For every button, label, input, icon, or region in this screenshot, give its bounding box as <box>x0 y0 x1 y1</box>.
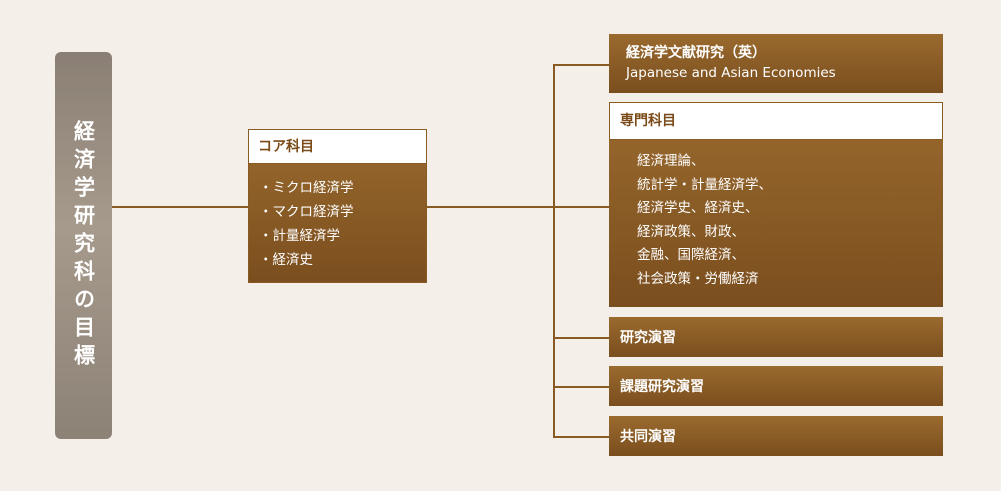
connector-core-trunk <box>427 206 554 208</box>
specialized-subject-item: 金融、国際経済、 <box>637 247 745 263</box>
project-research-seminar-label: 課題研究演習 <box>620 379 704 395</box>
connector-trunk-vertical <box>553 64 555 438</box>
root-title: 経済学研究科の目標 <box>71 119 97 372</box>
project-research-seminar-box: 課題研究演習 <box>609 366 943 406</box>
joint-seminar-box: 共同演習 <box>609 416 943 456</box>
core-subject-item: ・経済史 <box>259 252 313 268</box>
core-subject-item: ・計量経済学 <box>259 228 340 244</box>
core-subjects-list: ・ミクロ経済学 ・マクロ経済学 ・計量経済学 ・経済史 <box>249 164 426 272</box>
research-seminar-box: 研究演習 <box>609 317 943 357</box>
specialized-subject-item: 統計学・計量経済学、 <box>637 176 772 193</box>
connector-branch-joint-seminar <box>553 436 609 438</box>
connector-branch-seminar <box>553 337 609 339</box>
core-subjects-box: コア科目 ・ミクロ経済学 ・マクロ経済学 ・計量経済学 ・経済史 <box>248 129 427 283</box>
specialized-subject-item: 経済理論、 <box>637 153 705 169</box>
specialized-subject-item: 社会政策・労働経済 <box>637 270 759 287</box>
english-program-title: 経済学文献研究（英） <box>626 45 766 61</box>
specialized-subjects-title: 専門科目 <box>609 102 943 140</box>
specialized-subjects-box: 専門科目 経済理論、 統計学・計量経済学、 経済学史、経済史、 経済政策、財政、… <box>609 102 943 307</box>
specialized-subject-item: 経済学史、経済史、 <box>637 200 759 216</box>
english-program-subtitle: Japanese and Asian Economies <box>626 65 836 81</box>
specialized-subject-item: 経済政策、財政、 <box>637 223 745 240</box>
specialized-subjects-list: 経済理論、 統計学・計量経済学、 経済学史、経済史、 経済政策、財政、 金融、国… <box>609 140 943 291</box>
connector-branch-english <box>553 64 609 66</box>
core-subjects-title: コア科目 <box>249 130 426 164</box>
connector-branch-specialized <box>553 206 609 208</box>
research-seminar-label: 研究演習 <box>620 330 676 346</box>
core-subject-item: ・マクロ経済学 <box>259 204 354 220</box>
english-program-box: 経済学文献研究（英） Japanese and Asian Economies <box>609 34 943 93</box>
joint-seminar-label: 共同演習 <box>620 429 676 445</box>
core-subject-item: ・ミクロ経済学 <box>259 180 354 196</box>
connector-root-core <box>112 206 248 208</box>
connector-branch-project-seminar <box>553 386 609 388</box>
root-goal-box: 経済学研究科の目標 <box>55 52 112 439</box>
